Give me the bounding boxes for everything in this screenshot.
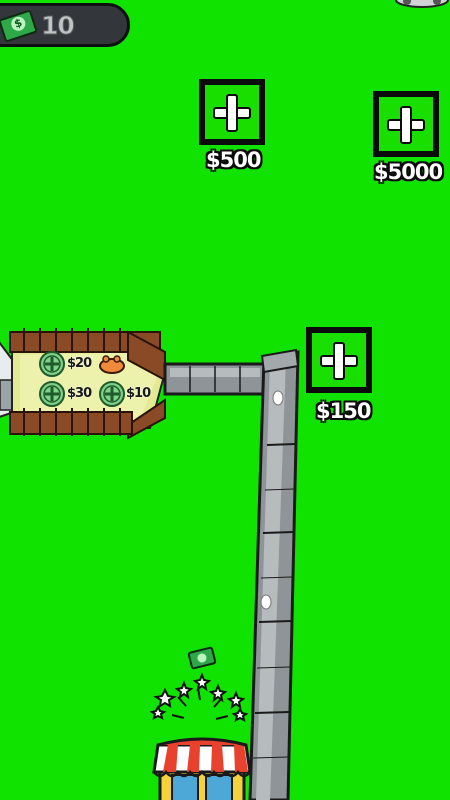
egg [260,594,272,610]
plus-icon [312,333,366,387]
pen-slot-price: $30 [67,386,92,401]
fence-front [9,408,133,436]
unlock-price-label: $5000 [374,160,443,184]
pen-slot-price: $10 [126,386,151,401]
shop-building[interactable] [152,737,252,800]
unlock-price-label: $150 [316,399,371,423]
conveyor-vertical [248,348,300,800]
conveyor-horizontal [163,362,267,396]
unlock-plus-button-5000[interactable] [373,91,439,157]
pen-slot-plus-icon[interactable] [39,381,65,407]
fence-back [9,328,161,353]
offscreen-object [395,0,449,8]
pen-slot-plus-icon[interactable] [99,381,125,407]
pen-slot-price: $20 [67,356,92,371]
money-counter: 10 [0,3,130,47]
sparkle-effect [149,672,249,722]
cash-icon [0,9,38,43]
animal-pen [9,328,167,440]
unlock-plus-button-500[interactable] [199,79,265,145]
plus-icon [379,97,433,151]
cash-bill-icon [187,646,217,670]
pen-slot-plus-icon[interactable] [39,351,65,377]
egg [272,390,284,406]
money-amount: 10 [41,11,76,41]
unlock-price-label: $500 [206,148,261,172]
plus-icon [205,85,259,139]
pen-animal [99,355,125,374]
unlock-plus-button-150[interactable] [306,327,372,393]
